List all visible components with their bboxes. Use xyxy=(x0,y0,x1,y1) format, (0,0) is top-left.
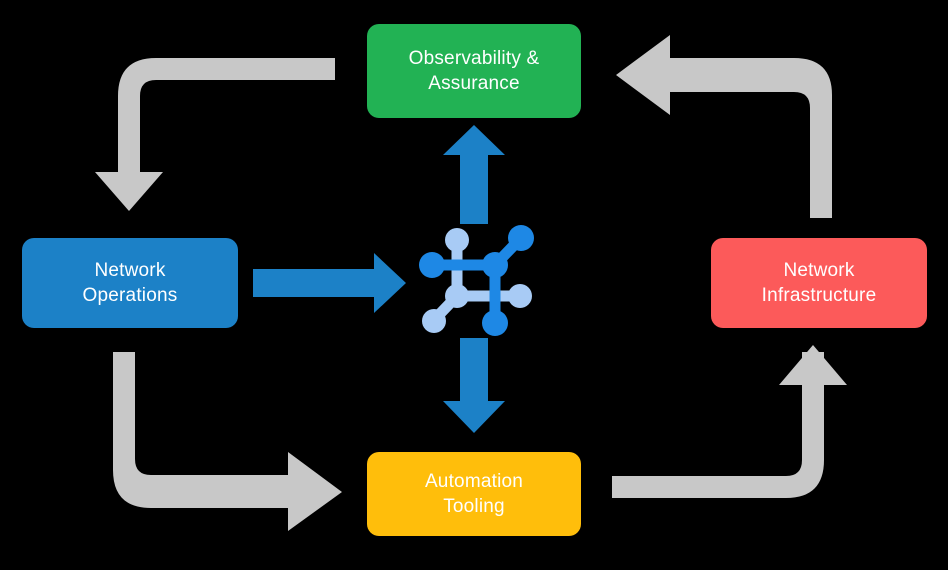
arrow-operations-to-center xyxy=(253,253,406,313)
blue-arrow-layer xyxy=(253,125,505,433)
arrow-automation-to-infrastructure xyxy=(612,352,824,498)
node-network-infrastructure[interactable]: Network Infrastructure xyxy=(711,238,927,328)
arrow-center-to-automation xyxy=(443,338,505,433)
node-network-operations[interactable]: Network Operations xyxy=(22,238,238,328)
arrow-observability-to-operations xyxy=(95,58,335,211)
network-topology-icon xyxy=(419,225,534,336)
arrow-infrastructure-to-observability xyxy=(616,35,832,218)
arrow-center-to-observability xyxy=(443,125,505,224)
node-automation-tooling[interactable]: Automation Tooling xyxy=(367,452,581,536)
node-observability-assurance[interactable]: Observability & Assurance xyxy=(367,24,581,118)
arrow-operations-to-automation xyxy=(113,352,342,531)
arrow-automation-to-infrastructure-head xyxy=(779,345,847,385)
